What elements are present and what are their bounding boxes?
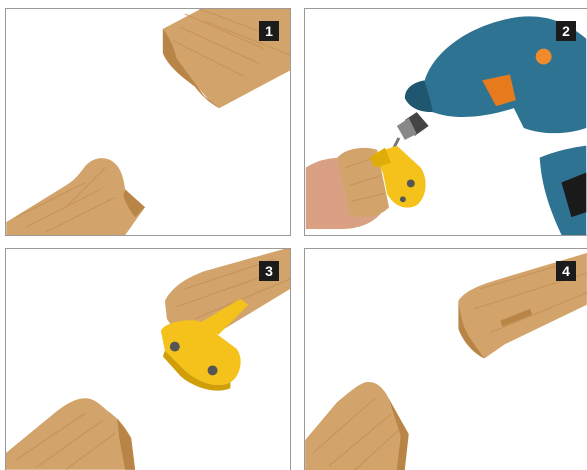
step-3-panel: 3	[5, 248, 291, 470]
step-2-panel: 2	[304, 8, 587, 236]
step-2-illustration	[305, 9, 587, 235]
step-1-illustration	[6, 9, 290, 235]
step-number-badge: 3	[259, 261, 279, 281]
step-number-badge: 1	[259, 21, 279, 41]
wood-rail-lower-icon	[6, 158, 145, 235]
step-4-panel: 4	[304, 248, 587, 470]
step-3-illustration	[6, 249, 290, 470]
step-4-illustration	[305, 249, 587, 470]
step-number-badge: 4	[556, 261, 576, 281]
step-1-panel: 1	[5, 8, 291, 236]
wood-rail-lower-icon	[305, 382, 409, 470]
step-number-badge: 2	[556, 21, 576, 41]
drill-icon	[391, 16, 586, 235]
wood-rail-lower-icon	[6, 398, 135, 469]
